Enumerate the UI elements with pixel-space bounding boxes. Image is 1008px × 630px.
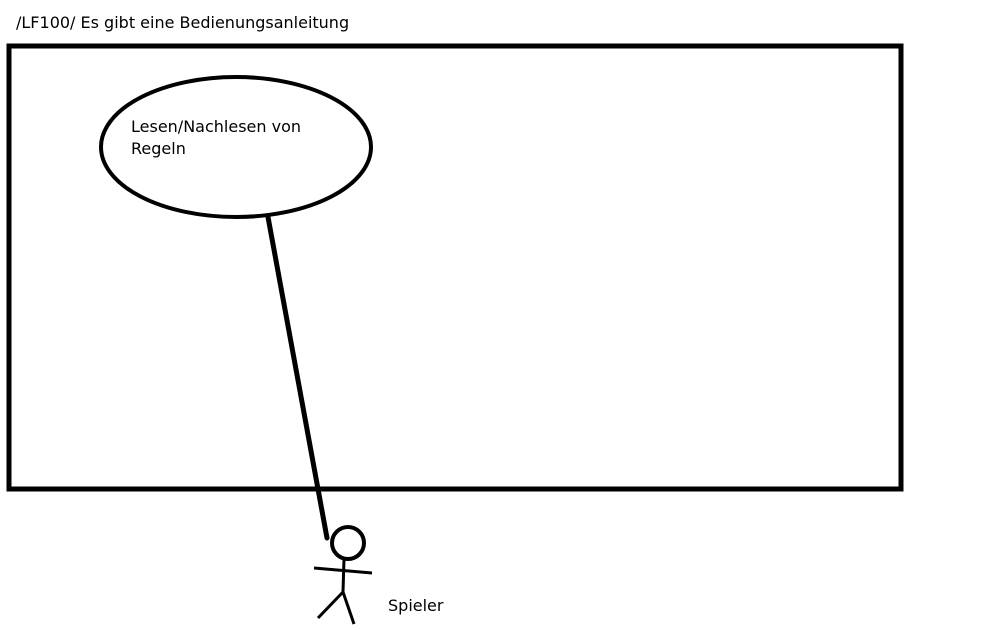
- actor-arms: [313, 566, 373, 575]
- diagram-title: /LF100/ Es gibt eine Bedienungsanleitung: [16, 13, 350, 32]
- use-case-label-line2: Regeln: [131, 139, 186, 158]
- association-line: [265, 214, 330, 541]
- actor-head: [330, 525, 366, 561]
- use-case-label-line1: Lesen/Nachlesen von: [131, 117, 301, 136]
- actor-right-leg: [341, 591, 356, 625]
- use-case-label: Lesen/Nachlesen von Regeln: [131, 116, 331, 160]
- use-case-ellipse: [99, 75, 373, 219]
- actor-stick-figure-icon: [313, 525, 373, 625]
- actor-body: [341, 558, 346, 593]
- actor-left-leg: [316, 590, 345, 620]
- system-boundary: [6, 43, 904, 492]
- actor-label: Spieler: [388, 596, 444, 615]
